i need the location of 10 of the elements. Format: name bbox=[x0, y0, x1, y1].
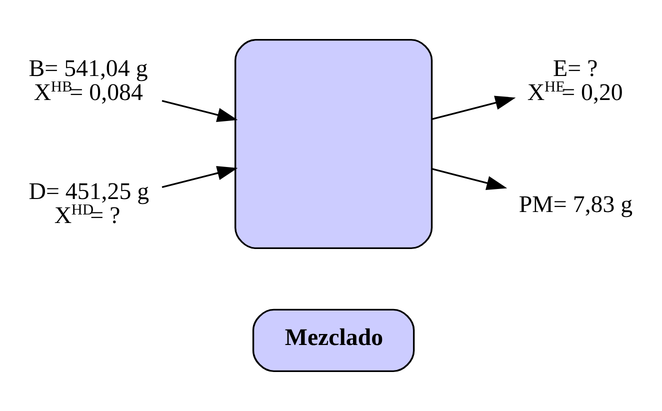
node-box: Mezclado bbox=[252, 308, 415, 372]
arrow bbox=[432, 96, 516, 120]
node-text: B= 541,04 g X$^{HB}$= 0,084 bbox=[28, 56, 148, 106]
arrow bbox=[432, 168, 508, 190]
node-text: D= 451,25 g X$^{HD}$= ? bbox=[28, 179, 150, 229]
arrow bbox=[162, 166, 238, 188]
node-box bbox=[234, 38, 433, 250]
node-text: E= ? X$^{HE}$= 0,20 bbox=[527, 56, 623, 106]
node-text: PM= 7,83 g bbox=[518, 192, 633, 218]
arrow bbox=[162, 100, 238, 122]
